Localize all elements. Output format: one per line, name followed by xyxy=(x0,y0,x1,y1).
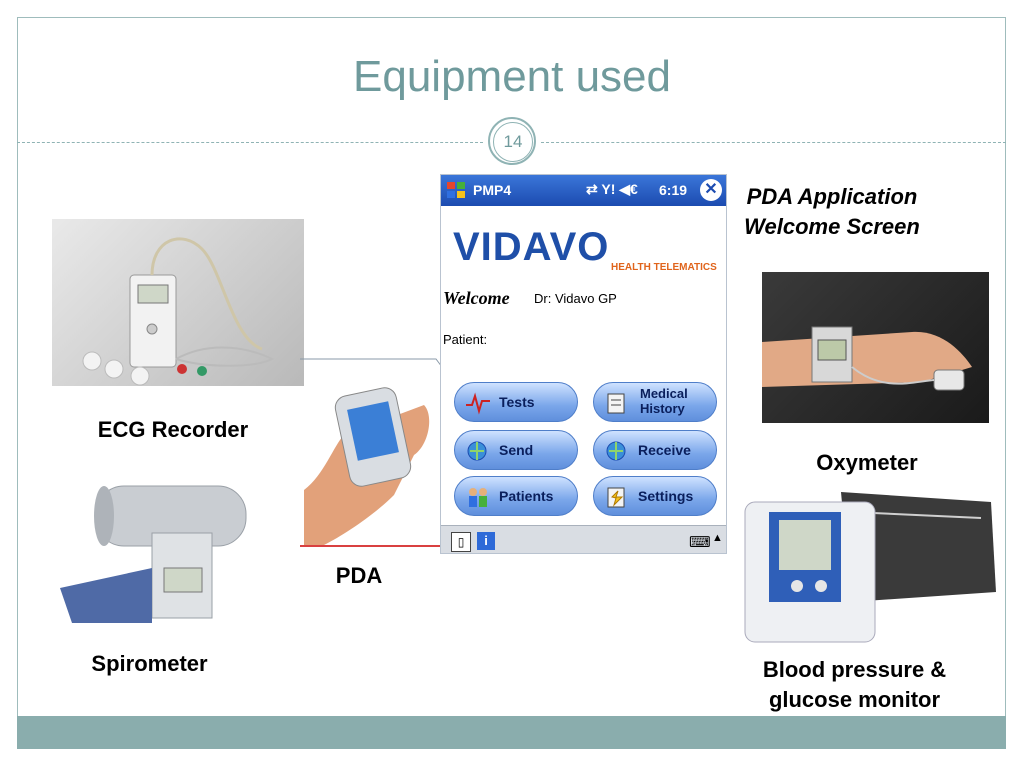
vidavo-logo: VIDAVO xyxy=(453,225,610,269)
blood-pressure-monitor-photo xyxy=(741,482,1001,652)
doctor-name: Dr: Vidavo GP xyxy=(534,291,617,306)
globe-send-icon xyxy=(465,439,491,463)
slide-number-badge: 14 xyxy=(488,117,536,165)
patients-button[interactable]: Patients xyxy=(454,476,578,516)
vidavo-logo-subtitle: HEALTH TELEMATICS xyxy=(611,262,717,273)
book-icon[interactable]: ▯ xyxy=(451,532,471,552)
blood-pressure-label-line1: Blood pressure & xyxy=(762,657,947,682)
pda-status-icons: ⇄ Y! ◀€ xyxy=(586,181,638,197)
ecg-recorder-label: ECG Recorder xyxy=(97,417,249,442)
pda-application-screen: PMP4 ⇄ Y! ◀€ 6:19 ✕ VIDAVO HEALTH TELEMA… xyxy=(440,174,727,554)
blood-pressure-label: Blood pressure & glucose monitor xyxy=(727,655,982,715)
pda-bottom-bar: ▯ i ⌨ ▲ xyxy=(441,525,726,553)
input-arrow-icon[interactable]: ▲ xyxy=(712,532,723,544)
info-icon[interactable]: i xyxy=(477,532,495,550)
pda-hand-illustration xyxy=(304,387,430,545)
spirometer-photo xyxy=(52,478,247,630)
blood-pressure-monitor-illustration xyxy=(744,492,996,643)
ecg-recorder-photo xyxy=(52,219,304,386)
pda-application-caption-line1: PDA Application xyxy=(746,184,918,209)
slide-footer-bar xyxy=(17,716,1006,749)
oxymeter-label: Oxymeter xyxy=(816,450,918,475)
pda-time: 6:19 xyxy=(659,182,688,198)
pda-app-name: PMP4 xyxy=(473,182,512,198)
receive-button[interactable]: Receive xyxy=(593,430,717,470)
send-label: Send xyxy=(499,442,534,458)
title-rule-left xyxy=(17,142,483,143)
slide-number: 14 xyxy=(493,122,533,162)
settings-icon xyxy=(604,485,630,509)
title-rule-right xyxy=(541,142,1006,143)
globe-receive-icon xyxy=(604,439,630,463)
close-icon[interactable]: ✕ xyxy=(700,179,722,201)
welcome-text: Welcome xyxy=(443,288,510,308)
oxymeter-photo xyxy=(762,272,989,423)
medical-history-label-line2: History xyxy=(640,401,685,416)
pda-application-caption: PDA Application Welcome Screen xyxy=(727,182,937,242)
pda-application-caption-line2: Welcome Screen xyxy=(744,214,920,239)
spirometer-label: Spirometer xyxy=(91,651,208,676)
blood-pressure-label-line2: glucose monitor xyxy=(768,687,941,712)
keyboard-icon[interactable]: ⌨ xyxy=(689,534,711,551)
oxymeter-illustration xyxy=(762,326,972,391)
medical-history-label-line1: Medical xyxy=(640,386,688,401)
slide-title: Equipment used xyxy=(353,52,671,101)
receive-label: Receive xyxy=(638,442,691,458)
settings-button[interactable]: Settings xyxy=(593,476,717,516)
ecg-wave-icon xyxy=(465,391,491,415)
medical-history-icon xyxy=(604,391,630,415)
pda-hand-photo xyxy=(304,385,439,545)
windows-flag-icon[interactable] xyxy=(446,180,466,200)
patient-label: Patient: xyxy=(443,332,488,347)
ecg-recorder-illustration xyxy=(82,237,275,386)
tests-button[interactable]: Tests xyxy=(454,382,578,422)
spirometer-illustration xyxy=(60,485,247,623)
tests-label: Tests xyxy=(499,394,535,410)
pda-label: PDA xyxy=(335,563,383,588)
send-button[interactable]: Send xyxy=(454,430,578,470)
pda-title-bar: PMP4 ⇄ Y! ◀€ 6:19 ✕ xyxy=(441,175,726,206)
patients-icon xyxy=(465,485,491,509)
settings-label: Settings xyxy=(638,488,694,504)
patients-label: Patients xyxy=(499,488,554,504)
